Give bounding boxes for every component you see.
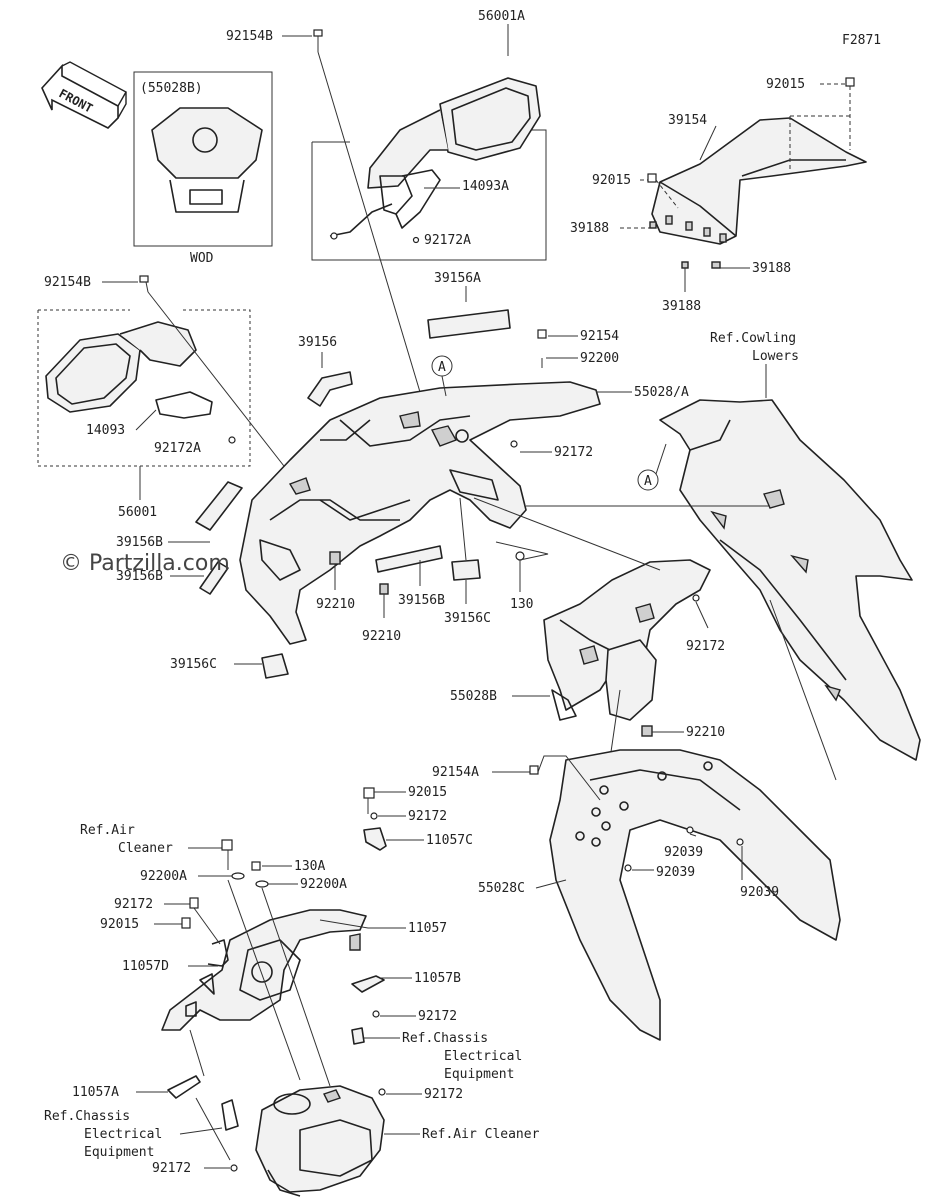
- inset-wod-panel: (55028B) WOD: [133, 71, 273, 266]
- mount-bracket-11057: [161, 909, 367, 1031]
- watermark: © Partzilla.com: [60, 551, 230, 576]
- label-92154: 92154: [580, 329, 619, 344]
- label-92039-c: 92039: [740, 885, 779, 900]
- mirror-56001-group: [37, 309, 251, 467]
- label-92172-d: 92172: [114, 897, 153, 912]
- label-39188-a: 39188: [570, 221, 609, 236]
- label-92154B-left: 92154B: [44, 275, 91, 290]
- ref-cowling-line1: Ref.Cowling: [710, 331, 796, 346]
- ref-air-cleaner: Ref.Air Cleaner: [422, 1127, 540, 1142]
- inset-caption: WOD: [190, 251, 214, 266]
- label-92210-b: 92210: [362, 629, 401, 644]
- label-14093: 14093: [86, 423, 125, 438]
- label-39188-b: 39188: [752, 261, 791, 276]
- label-39156B-mid: 39156B: [398, 593, 445, 608]
- label-92210-c: 92210: [686, 725, 725, 740]
- ref-cowling-line2: Lowers: [752, 349, 799, 364]
- label-92200A-a: 92200A: [140, 869, 187, 884]
- label-130A: 130A: [294, 859, 325, 874]
- inset-label: (55028B): [140, 81, 203, 96]
- ref-air-line1: Ref.Air: [80, 823, 135, 838]
- label-92154A: 92154A: [432, 765, 479, 780]
- label-11057B: 11057B: [414, 971, 461, 986]
- inner-panel-55028C: [549, 749, 841, 1041]
- label-92015-mid: 92015: [592, 173, 631, 188]
- label-92210-a: 92210: [316, 597, 355, 612]
- circle-marker-a-top: A: [438, 360, 446, 375]
- label-92172-g: 92172: [152, 1161, 191, 1176]
- label-39156B-left-b: 39156B: [116, 569, 163, 584]
- ref-chassis-a-line2: Electrical: [444, 1049, 522, 1064]
- label-11057A: 11057A: [72, 1085, 119, 1100]
- ref-chassis-a-line1: Ref.Chassis: [402, 1031, 488, 1046]
- label-92039-b: 92039: [656, 865, 695, 880]
- circle-marker-a-right: A: [644, 474, 652, 489]
- label-92154B-top: 92154B: [226, 29, 273, 44]
- upper-cowl-55028A: [239, 381, 601, 645]
- figure-code: F2871: [842, 33, 881, 48]
- label-130: 130: [510, 597, 533, 612]
- label-56001A: 56001A: [478, 9, 525, 24]
- label-55028C: 55028C: [478, 881, 525, 896]
- label-39156A: 39156A: [434, 271, 481, 286]
- front-arrow-icon: FRONT: [41, 61, 127, 129]
- ref-air-line2: Cleaner: [118, 841, 173, 856]
- label-92172-f: 92172: [424, 1087, 463, 1102]
- label-92172-a: 92172: [554, 445, 593, 460]
- label-39154: 39154: [668, 113, 707, 128]
- label-39156C-mid: 39156C: [444, 611, 491, 626]
- label-92172A-top: 92172A: [424, 233, 471, 248]
- cowling-lowers-ref: [659, 399, 921, 761]
- ref-chassis-b-line1: Ref.Chassis: [44, 1109, 130, 1124]
- label-92172-c: 92172: [408, 809, 447, 824]
- ref-chassis-b-line2: Electrical: [84, 1127, 162, 1142]
- label-39156: 39156: [298, 335, 337, 350]
- label-92015-top: 92015: [766, 77, 805, 92]
- label-14093A: 14093A: [462, 179, 509, 194]
- air-cleaner-ref: [255, 1085, 385, 1197]
- label-11057C: 11057C: [426, 833, 473, 848]
- label-55028A: 55028/A: [634, 385, 689, 400]
- label-55028B: 55028B: [450, 689, 497, 704]
- label-92200: 92200: [580, 351, 619, 366]
- label-39156B-left-a: 39156B: [116, 535, 163, 550]
- label-11057: 11057: [408, 921, 447, 936]
- label-11057D: 11057D: [122, 959, 169, 974]
- ref-chassis-b-line3: Equipment: [84, 1145, 154, 1160]
- label-92172-e: 92172: [418, 1009, 457, 1024]
- label-92039-a: 92039: [664, 845, 703, 860]
- label-39188-c: 39188: [662, 299, 701, 314]
- windshield-39154: [651, 117, 867, 245]
- label-56001: 56001: [118, 505, 157, 520]
- label-92172-b: 92172: [686, 639, 725, 654]
- label-39156C-left: 39156C: [170, 657, 217, 672]
- label-92172A-left: 92172A: [154, 441, 201, 456]
- label-92200A-b: 92200A: [300, 877, 347, 892]
- mirror-56001A-group: [311, 77, 547, 261]
- label-92015-d: 92015: [100, 917, 139, 932]
- label-92015-low: 92015: [408, 785, 447, 800]
- ref-chassis-a-line3: Equipment: [444, 1067, 514, 1082]
